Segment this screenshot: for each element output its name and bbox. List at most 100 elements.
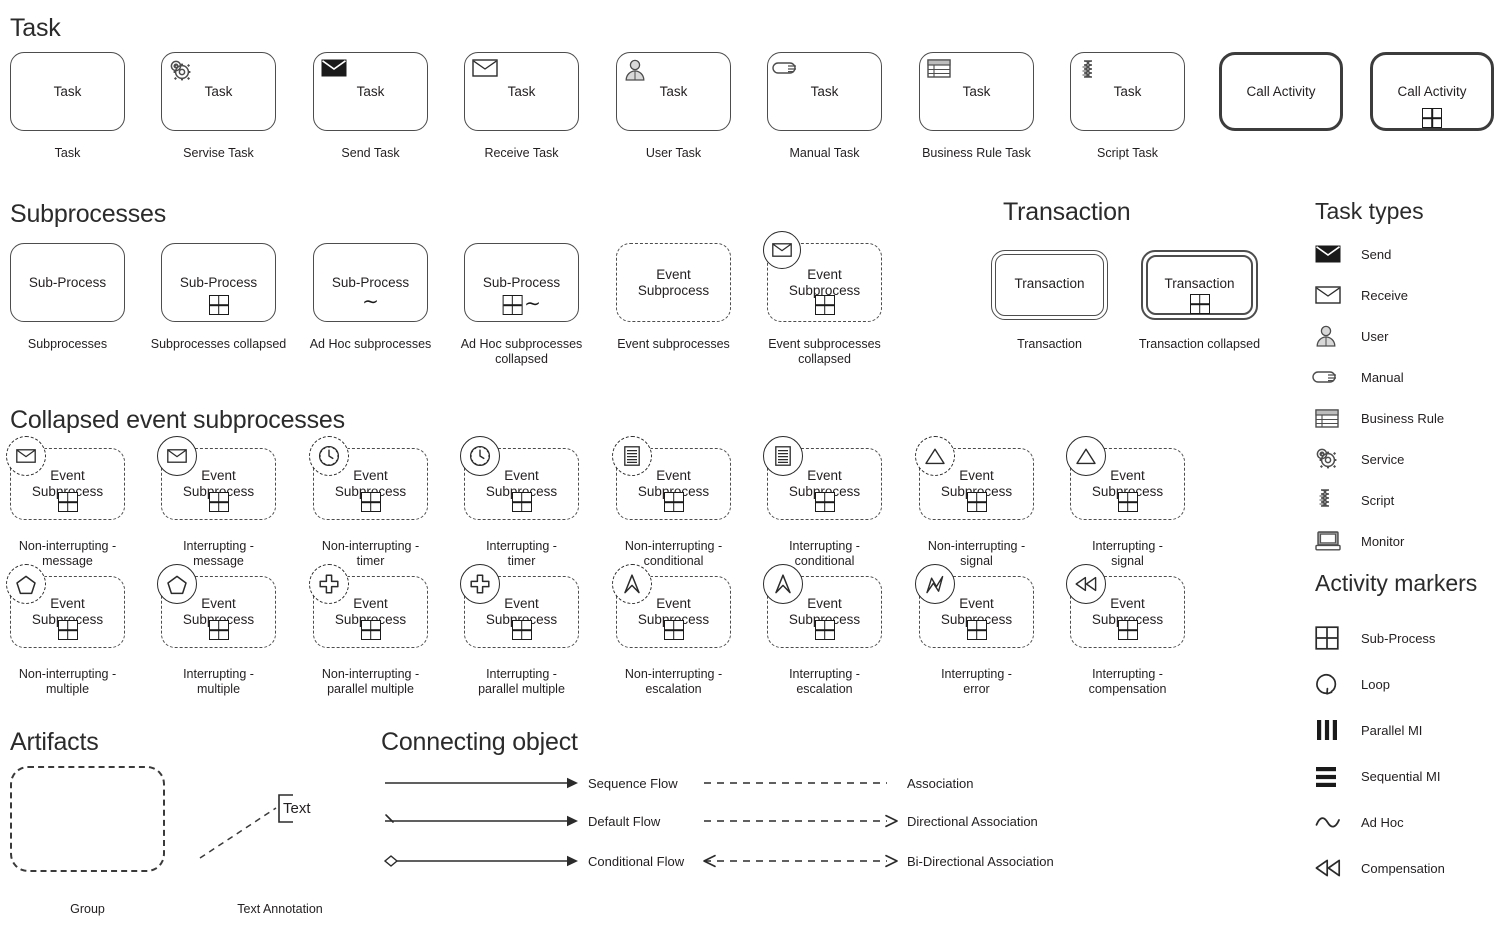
connector-label: Sequence Flow bbox=[588, 775, 678, 791]
task-type-item-script[interactable]: Script bbox=[1315, 486, 1394, 514]
sub-process-marker-icon bbox=[814, 295, 835, 315]
subprocess-shape-3[interactable]: Sub-Process∼ bbox=[464, 243, 579, 322]
ad-hoc-collapsed-markers: ∼ bbox=[502, 291, 541, 315]
subprocess-shape-1[interactable]: Sub-Process bbox=[161, 243, 276, 322]
user-icon bbox=[624, 59, 646, 81]
artifact-text-annotation[interactable]: Text bbox=[190, 760, 370, 870]
ad-hoc-marker-icon: ∼ bbox=[524, 291, 541, 315]
event-subprocess-caption: Interrupting -error bbox=[941, 667, 1012, 696]
parallel-mi-marker-icon bbox=[1315, 716, 1349, 744]
event-subprocess-caption: Non-interrupting -multiple bbox=[18, 667, 117, 696]
event-circle-parallel-multiple bbox=[309, 564, 349, 604]
subprocess-shape-2[interactable]: Sub-Process∼ bbox=[313, 243, 428, 322]
event-subprocess-caption: Non-interrupting -conditional bbox=[624, 539, 723, 568]
event-subprocess-caption: Non-interrupting -parallel multiple bbox=[321, 667, 420, 696]
connector-association: Association bbox=[702, 772, 973, 794]
task-type-item-send[interactable]: Send bbox=[1315, 240, 1391, 268]
event-subprocess-caption: Interrupting -multiple bbox=[183, 667, 254, 696]
subprocess-box bbox=[10, 243, 125, 322]
artifact-group[interactable] bbox=[10, 766, 165, 872]
task-shape-6[interactable]: Task bbox=[919, 52, 1034, 131]
business-rule-icon bbox=[1315, 404, 1349, 432]
event-subprocess-caption: Interrupting -escalation bbox=[789, 667, 860, 696]
task-type-item-user[interactable]: User bbox=[1315, 322, 1388, 350]
activity-marker-item-sequential-mi[interactable]: Sequential MI bbox=[1315, 762, 1441, 790]
subprocess-shape-0[interactable]: Sub-Process bbox=[10, 243, 125, 322]
task-label: Task bbox=[1113, 84, 1142, 99]
event-circle-multiple bbox=[157, 564, 197, 604]
event-circle-conditional bbox=[763, 436, 803, 476]
receive-icon bbox=[1315, 281, 1349, 309]
task-type-item-receive[interactable]: Receive bbox=[1315, 281, 1408, 309]
task-type-item-service[interactable]: Service bbox=[1315, 445, 1404, 473]
event-subprocess-caption: Interrupting -message bbox=[183, 539, 254, 568]
task-shape-5[interactable]: Task bbox=[767, 52, 882, 131]
section-title-activity-markers: Activity markers bbox=[1315, 570, 1478, 596]
subprocess-box bbox=[616, 243, 731, 322]
section-title-task-types: Task types bbox=[1315, 198, 1424, 224]
transaction-inner-box bbox=[995, 254, 1104, 316]
transaction-shape-0[interactable]: Transaction bbox=[991, 250, 1108, 320]
task-shape-3[interactable]: Task bbox=[464, 52, 579, 131]
task-shape-4[interactable]: Task bbox=[616, 52, 731, 131]
transaction-caption: Transaction bbox=[1017, 337, 1082, 351]
connector-default-flow: Default Flow bbox=[383, 810, 660, 832]
task-type-label: User bbox=[1361, 328, 1389, 344]
activity-marker-item-sub-process[interactable]: Sub-Process bbox=[1315, 624, 1435, 652]
text-annotation-shape bbox=[199, 794, 293, 859]
connector-label: Association bbox=[907, 775, 974, 791]
script-icon bbox=[1078, 59, 1098, 83]
task-shape-8[interactable]: Call Activity bbox=[1219, 52, 1343, 131]
task-caption: Send Task bbox=[341, 146, 400, 160]
task-caption: Servise Task bbox=[183, 146, 254, 160]
activity-marker-item-ad-hoc[interactable]: Ad Hoc bbox=[1315, 808, 1404, 836]
event-circle-error bbox=[915, 564, 955, 604]
activity-marker-item-compensation[interactable]: Compensation bbox=[1315, 854, 1445, 882]
task-type-item-monitor[interactable]: Monitor bbox=[1315, 527, 1404, 555]
task-shape-9[interactable]: Call Activity bbox=[1370, 52, 1494, 131]
sub-process-marker-icon bbox=[1117, 492, 1138, 512]
task-label: Task bbox=[53, 84, 82, 99]
task-label: Task bbox=[810, 84, 839, 99]
event-circle-parallel-multiple bbox=[460, 564, 500, 604]
task-label: Task bbox=[659, 84, 688, 99]
task-type-item-business-rule[interactable]: Business Rule bbox=[1315, 404, 1444, 432]
event-subprocess-caption: Non-interrupting -message bbox=[18, 539, 117, 568]
task-shape-7[interactable]: Task bbox=[1070, 52, 1185, 131]
task-shape-1[interactable]: Task bbox=[161, 52, 276, 131]
task-label: Task bbox=[507, 84, 536, 99]
task-shape-2[interactable]: Task bbox=[313, 52, 428, 131]
activity-marker-item-loop[interactable]: Loop bbox=[1315, 670, 1390, 698]
transaction-label: Transaction bbox=[1014, 276, 1085, 291]
event-circle-message bbox=[157, 436, 197, 476]
event-subprocess-caption: Interrupting -compensation bbox=[1088, 667, 1167, 696]
manual-icon bbox=[1312, 363, 1349, 391]
activity-marker-item-parallel-mi[interactable]: Parallel MI bbox=[1315, 716, 1422, 744]
connector-glyph bbox=[702, 772, 899, 794]
transaction-shape-1[interactable]: Transaction bbox=[1141, 250, 1258, 320]
task-type-item-manual[interactable]: Manual bbox=[1312, 363, 1404, 391]
task-shape-0[interactable]: Task bbox=[10, 52, 125, 131]
